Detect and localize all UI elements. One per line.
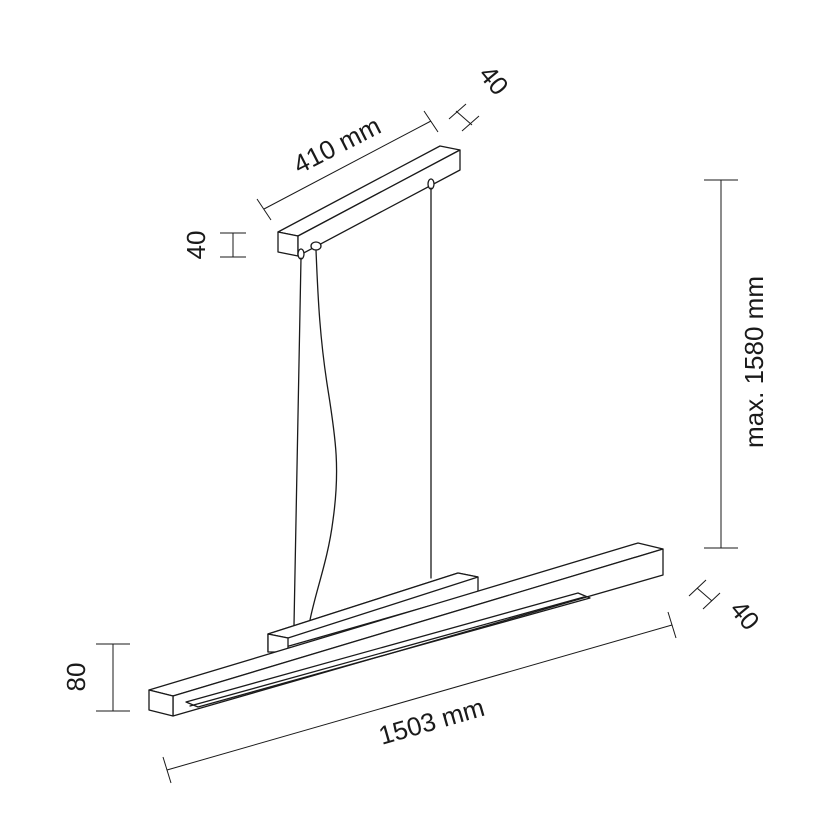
suspension-wire-left	[293, 257, 302, 626]
canopy-side-face	[297, 149, 461, 257]
dimension-canopy-height: 40	[181, 231, 246, 260]
dimension-lamp-height: 80	[61, 643, 130, 712]
dimension-lamp-depth: 40	[688, 579, 766, 636]
dimension-lamp-length-label: 1503 mm	[375, 692, 487, 751]
dimension-canopy-depth: 40	[448, 59, 515, 132]
lamp-body	[148, 542, 664, 717]
lamp-diffuser-inner-edge	[189, 596, 585, 707]
dimension-lamp-depth-label: 40	[724, 594, 766, 635]
dimension-canopy-length-label: 410 mm	[288, 110, 385, 179]
dimension-lamp-length-line	[166, 624, 673, 771]
dimension-suspension-height: max. 1580 mm	[704, 179, 769, 549]
canopy-cable-entry	[310, 241, 322, 251]
dimension-canopy-length-line	[263, 120, 432, 210]
lamp-bar-end-face	[148, 689, 174, 717]
lamp-bar-top-face	[148, 542, 664, 697]
dimension-suspension-height-label: max. 1580 mm	[739, 276, 769, 448]
dimension-canopy-depth-label: 40	[473, 59, 515, 100]
dimension-canopy-depth-tick-start	[448, 103, 467, 120]
suspension	[293, 187, 432, 626]
dimension-canopy-depth-line	[455, 110, 473, 126]
dimension-lamp-depth-line	[696, 587, 713, 602]
canopy-front-face	[277, 231, 299, 257]
dimension-canopy-length-tick-start	[256, 198, 272, 221]
dimension-lamp-height-label: 80	[61, 663, 91, 692]
dimension-canopy-height-label: 40	[181, 231, 211, 260]
power-cable	[309, 249, 338, 621]
